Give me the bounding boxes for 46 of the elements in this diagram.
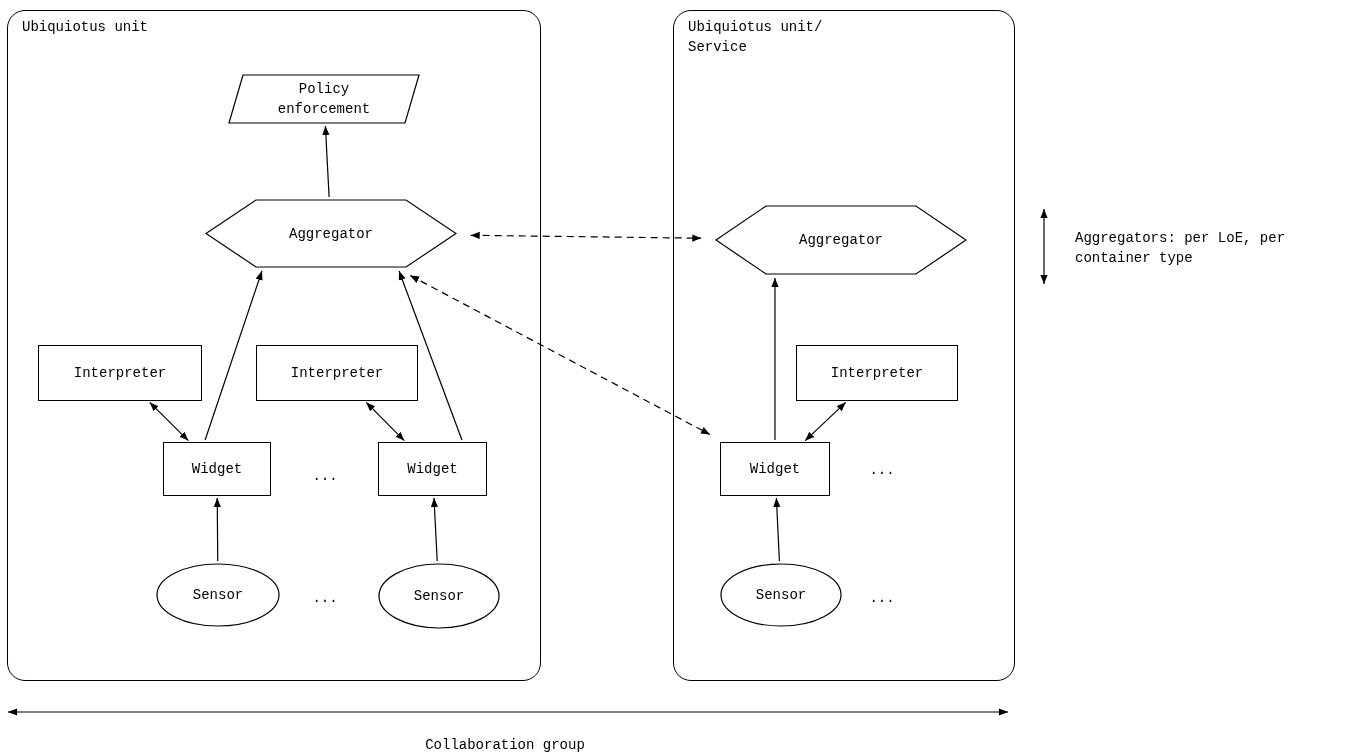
node-label: Sensor — [413, 587, 465, 606]
node-label: Sensor — [192, 586, 244, 605]
note-label: ... — [868, 461, 896, 480]
container-title: Ubiquiotus unit/ Service — [688, 18, 824, 57]
node-label: Sensor — [755, 586, 807, 605]
arrow — [804, 401, 847, 442]
arrow — [398, 270, 463, 441]
container-title: Ubiquiotus unit — [22, 18, 149, 37]
hexagon-node — [205, 199, 457, 268]
arrow — [773, 497, 781, 562]
arrow — [430, 497, 439, 562]
note-label: ... — [868, 589, 896, 608]
hexagon-node — [715, 205, 967, 275]
ellipse-node — [720, 563, 842, 627]
ellipse-node — [156, 563, 280, 627]
parallelogram-node — [228, 74, 420, 124]
container-box — [7, 10, 541, 681]
note-label: ... — [311, 589, 339, 608]
process-box — [163, 442, 271, 496]
dashed-arrow — [470, 231, 702, 242]
note-label: Aggregators: per LoE, per container type — [1075, 229, 1287, 268]
arrow — [213, 497, 221, 562]
arrow — [322, 125, 330, 198]
node-label: Widget — [407, 460, 458, 479]
group-label: Collaboration group — [424, 736, 586, 755]
note-label: ... — [311, 467, 339, 486]
arrow — [771, 277, 779, 441]
arrow — [365, 401, 405, 442]
process-box — [720, 442, 830, 496]
node-label: Widget — [191, 460, 243, 479]
process-box — [796, 345, 958, 401]
node-label: Aggregator — [799, 231, 883, 250]
node-label: Interpreter — [830, 364, 924, 383]
container-box — [673, 10, 1015, 681]
node-label: Aggregator — [289, 224, 373, 244]
dashed-arrow — [409, 274, 711, 436]
arrow — [204, 270, 263, 441]
process-box — [38, 345, 202, 401]
ellipse-node — [378, 563, 500, 629]
node-label: Interpreter — [73, 364, 167, 383]
node-label: Widget — [749, 460, 801, 479]
node-label: Interpreter — [290, 364, 384, 383]
arrow — [149, 401, 189, 442]
node-label: Policy enforcement — [276, 80, 372, 119]
process-box — [378, 442, 487, 496]
process-box — [256, 345, 418, 401]
